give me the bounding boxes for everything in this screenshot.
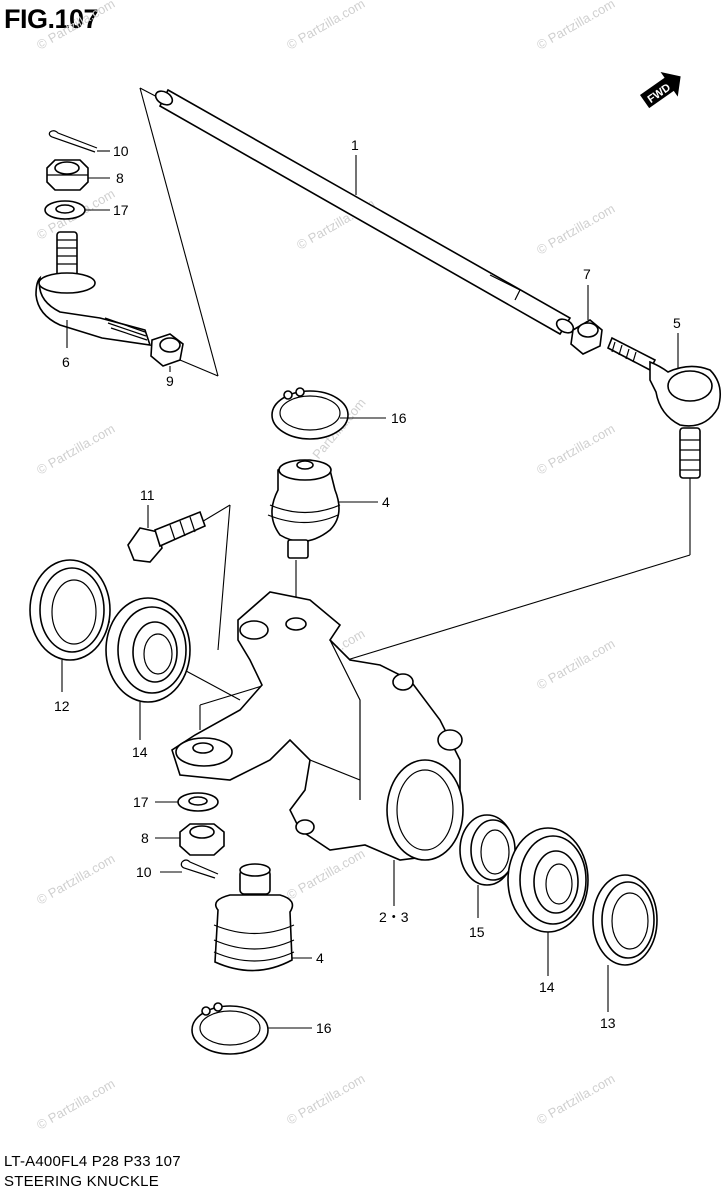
callout-label: 10	[113, 143, 129, 159]
callout-label: 1	[351, 137, 359, 153]
castle-nut-lower	[179, 823, 225, 856]
callout-label: 7	[583, 266, 591, 282]
ball-joint-lower	[213, 863, 295, 972]
figure-title: FIG.107	[4, 4, 99, 34]
callout-label: 8	[116, 170, 124, 186]
callout-label: 14	[132, 744, 148, 760]
leader-lines	[61, 150, 679, 1029]
bolt	[127, 510, 207, 563]
watermark: © Partzilla.com	[534, 201, 617, 258]
tie-rod-end-right	[606, 336, 721, 479]
oil-seal-left	[29, 559, 111, 661]
callout-label: 14	[539, 979, 555, 995]
callout-label: 17	[133, 794, 149, 810]
steering-knuckle	[171, 591, 464, 861]
circlip-top	[271, 387, 349, 440]
circlip-lower	[191, 1002, 269, 1055]
watermark: © Partzilla.com	[534, 636, 617, 693]
callout-label: 15	[469, 924, 485, 940]
watermark: © Partzilla.com	[534, 1071, 617, 1128]
tie-rod	[154, 88, 575, 336]
callout-label: 4	[316, 950, 324, 966]
watermark: © Partzilla.com	[284, 0, 367, 53]
fwd-arrow-icon: FWD	[640, 72, 681, 109]
oil-seal-right	[592, 874, 658, 966]
ball-joint-top	[267, 459, 341, 559]
callout-label: 16	[391, 410, 407, 426]
nut-left	[150, 333, 184, 367]
footer-assembly-name: STEERING KNUCKLE	[4, 1173, 159, 1190]
castle-nut-top	[46, 159, 89, 191]
watermark: © Partzilla.com	[534, 0, 617, 53]
watermark: © Partzilla.com	[34, 851, 117, 908]
cotter-pin-lower	[180, 859, 219, 879]
bearing-left	[105, 597, 191, 703]
watermark: © Partzilla.com	[284, 1071, 367, 1128]
cotter-pin-top	[48, 130, 98, 153]
callout-label: 5	[673, 315, 681, 331]
callout-label: 8	[141, 830, 149, 846]
callout-label: 10	[136, 864, 152, 880]
callout-label: 4	[382, 494, 390, 510]
spacer	[459, 814, 516, 886]
watermark: © Partzilla.com	[534, 421, 617, 478]
washer-lower	[177, 792, 219, 812]
washer-top	[44, 200, 86, 220]
callout-label: 12	[54, 698, 70, 714]
callout-label: 13	[600, 1015, 616, 1031]
callout-labels: 1 10 8 17 6 9 7 5 16 4 11 12 14 17 8 10 …	[54, 137, 681, 1036]
callout-label: 2・3	[379, 909, 409, 925]
watermark: © Partzilla.com	[34, 421, 117, 478]
bearing-right	[507, 827, 589, 933]
callout-label: 17	[113, 202, 129, 218]
nut-right	[570, 319, 603, 355]
watermark: © Partzilla.com	[284, 846, 367, 903]
footer-model-code: LT-A400FL4 P28 P33 107	[4, 1153, 181, 1170]
callout-label: 11	[140, 487, 155, 503]
callout-label: 6	[62, 354, 70, 370]
tie-rod-end-left	[35, 231, 152, 346]
callout-label: 16	[316, 1020, 332, 1036]
callout-label: 9	[166, 373, 174, 389]
watermark: © Partzilla.com	[34, 1076, 117, 1133]
watermark: © Partzilla.com	[34, 0, 117, 53]
